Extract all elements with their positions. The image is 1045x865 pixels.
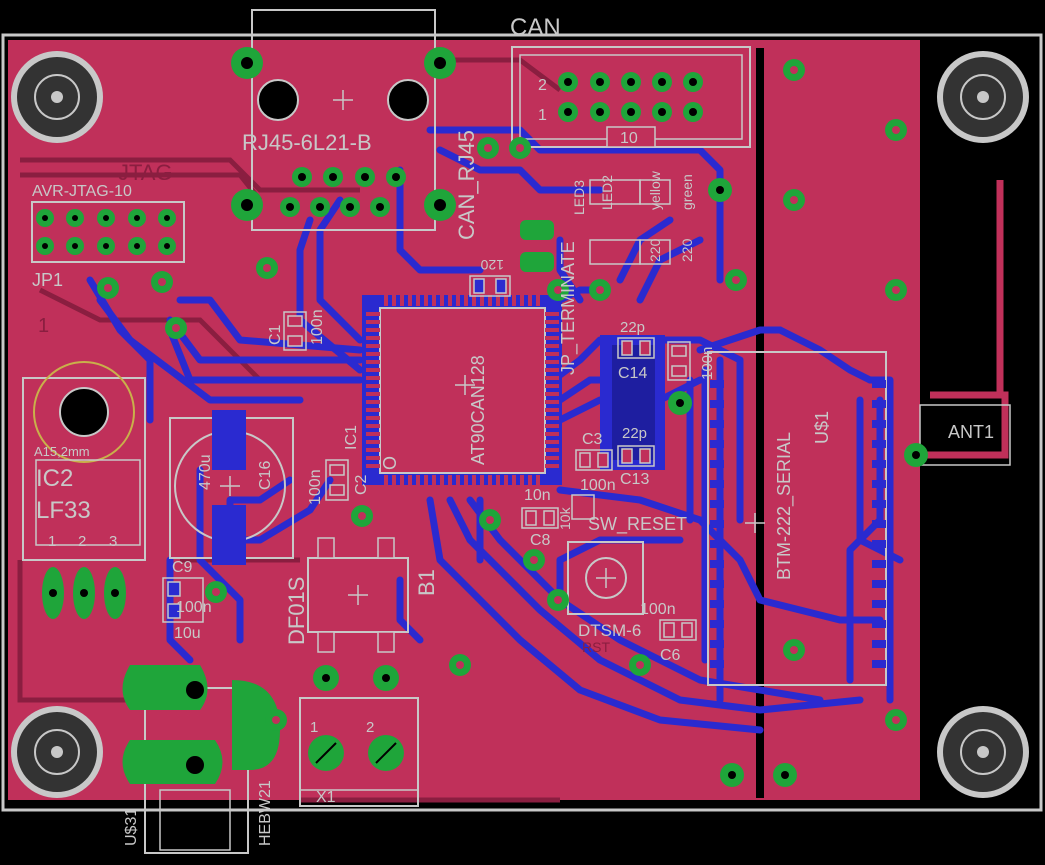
label-c8: C8 [530, 532, 551, 549]
label-us1: U$1 [812, 411, 832, 444]
pad-drills [42, 57, 920, 779]
regulator [22, 361, 146, 561]
label-c16-val: 470u [197, 454, 214, 490]
btm-pad-area [765, 48, 920, 798]
label-header-10: 10 [620, 130, 638, 147]
mcu-footprint [362, 292, 562, 489]
label-ic2: IC2 [36, 465, 73, 492]
smd-pads [162, 179, 697, 641]
electrolytic-cap [169, 410, 294, 565]
antenna-trace [918, 180, 1009, 459]
label-hebw21: HEBW21 [257, 780, 274, 846]
label-c16: C16 [257, 461, 274, 490]
label-jp1: JP1 [32, 270, 63, 290]
label-c8-val: 10n [524, 487, 551, 504]
btm-pads [710, 380, 886, 668]
label-c1: C1 [267, 324, 284, 345]
mount-hole-tr [937, 51, 1029, 143]
label-can-rj45: CAN_RJ45 [454, 130, 479, 240]
vias [97, 59, 907, 731]
label-yellow: yellow [647, 170, 663, 210]
label-led3: LED3 [571, 180, 587, 215]
label-sw-reset: SW_RESET [588, 514, 687, 535]
label-avr-jtag: AVR-JTAG-10 [32, 183, 132, 200]
label-reg-pin2: 2 [78, 533, 86, 550]
btm-crosshair [745, 513, 765, 533]
label-q-100n: 100n [699, 347, 716, 380]
mounting-holes [11, 51, 1029, 798]
label-c13: C13 [620, 471, 649, 488]
label-c2-val: 100n [307, 469, 324, 505]
jtag-header [31, 201, 185, 263]
terminal-x1 [299, 697, 419, 807]
label-x1-2: 2 [366, 719, 374, 736]
label-header-2: 2 [538, 77, 547, 94]
label-r-120: 120 [480, 257, 504, 273]
btm-module-outline [707, 351, 887, 686]
silkscreen-labels: CAN RJ45-6L21-B CAN_RJ45 JTAG AVR-JTAG-1… [32, 14, 994, 846]
label-ic1-o: O [380, 456, 400, 470]
label-c6: C6 [660, 647, 681, 664]
label-header-1: 1 [538, 107, 547, 124]
label-mcu: AT90CAN128 [468, 355, 488, 465]
label-c6-val: 100n [640, 601, 676, 618]
label-c2: C2 [353, 474, 370, 495]
reset-switch [567, 541, 644, 615]
label-c3-val: 100n [580, 477, 616, 494]
label-r10k: 10k [557, 506, 573, 530]
label-jp-terminate: JP_TERMINATE [558, 241, 579, 375]
label-c1-val: 100n [309, 309, 326, 345]
bridge-rectifier [307, 537, 409, 653]
label-c-10u: 10u [174, 625, 201, 642]
label-df01s: DF01S [284, 577, 309, 645]
antenna-keepout [920, 40, 1038, 800]
label-ic1: IC1 [343, 425, 360, 450]
label-green: green [679, 174, 695, 210]
mount-hole-tl [11, 51, 103, 143]
rj45-connector [251, 9, 436, 231]
label-pin1: 1 [38, 315, 49, 337]
label-r220a: 220 [647, 238, 663, 262]
label-b1: B1 [414, 569, 439, 596]
can-header [511, 46, 751, 148]
label-reg-pin1: 1 [48, 533, 56, 550]
label-a15: A15,2mm [34, 444, 90, 459]
label-c9-val: 100n [176, 599, 212, 616]
label-dtsm6: DTSM-6 [578, 621, 641, 640]
label-c14: C14 [618, 365, 647, 382]
label-ant1: ANT1 [948, 422, 994, 442]
antenna-pad-box [919, 404, 1011, 466]
label-btm: BTM-222_SERIAL [774, 432, 795, 580]
board-outline [1, 33, 1043, 812]
mount-hole-br [937, 706, 1029, 798]
label-us31: U$31 [123, 808, 140, 846]
barrel-jack [122, 665, 280, 854]
terminal-screws [315, 742, 397, 764]
label-jtag: JTAG [118, 160, 173, 185]
label-c14-val: 22p [620, 319, 645, 336]
label-led2: LED2 [599, 175, 615, 210]
label-reg-pin3: 3 [109, 533, 117, 550]
label-x1: X1 [316, 789, 336, 806]
mount-hole-bl [11, 706, 103, 798]
label-c13-val: 22p [622, 425, 647, 442]
label-r220b: 220 [679, 238, 695, 262]
crystal-area [600, 335, 665, 470]
label-lf33: LF33 [36, 497, 91, 524]
label-x1-1: 1 [310, 719, 318, 736]
label-rst: RST [582, 639, 610, 655]
label-rj45-part: RJ45-6L21-B [242, 130, 372, 155]
label-c3: C3 [582, 431, 603, 448]
label-c9: C9 [172, 559, 193, 576]
label-can: CAN [510, 14, 561, 41]
